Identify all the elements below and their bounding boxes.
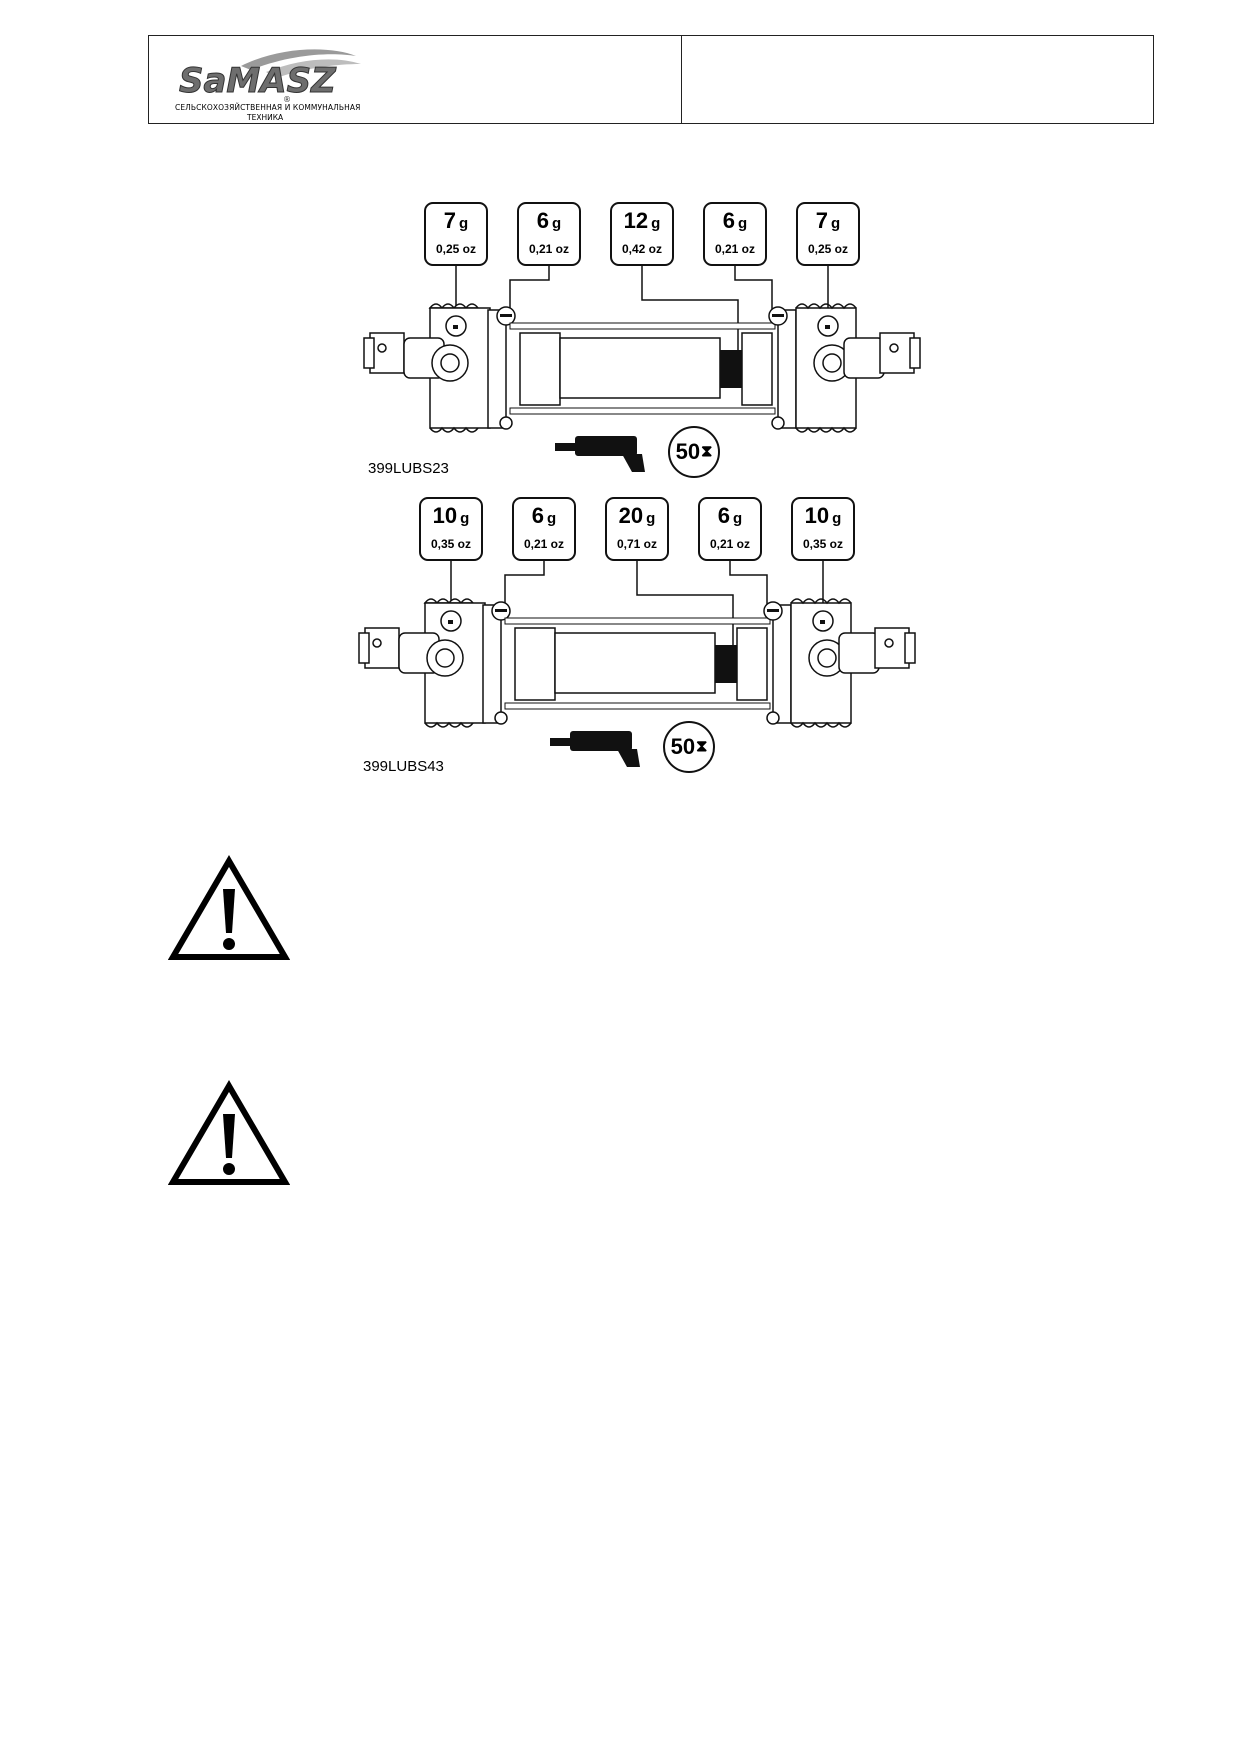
grease-ounces: 0,21 oz xyxy=(528,242,570,256)
grams-unit: g xyxy=(738,215,748,232)
warning-triangle-icon xyxy=(168,1080,290,1185)
grams-unit: g xyxy=(460,510,470,527)
interval-hours: 50 xyxy=(670,734,696,759)
driveshaft-drawing xyxy=(363,266,921,472)
grams-value: 6 xyxy=(717,503,731,528)
header-right-cell xyxy=(682,36,1153,123)
grease-gun-icon xyxy=(550,731,640,767)
grams-value: 7 xyxy=(815,208,829,233)
grams-unit: g xyxy=(651,215,661,232)
document-header: SaMASZ ® СЕЛЬСКОХОЗЯЙСТВЕННАЯ И КОММУНАЛ… xyxy=(148,35,1154,124)
grams-value: 6 xyxy=(531,503,545,528)
service-interval-badge: 50⧗ xyxy=(663,721,715,773)
grams-unit: g xyxy=(552,215,562,232)
registered-mark: ® xyxy=(283,95,291,104)
grams-value: 12 xyxy=(623,208,649,233)
grams-value: 6 xyxy=(722,208,736,233)
grams-value: 10 xyxy=(432,503,458,528)
grams-value: 7 xyxy=(443,208,457,233)
service-interval-badge: 50⧗ xyxy=(668,426,720,478)
grease-gun-icon xyxy=(555,436,645,472)
grease-ounces: 0,71 oz xyxy=(616,537,658,551)
grams-value: 6 xyxy=(536,208,550,233)
grams-unit: g xyxy=(459,215,469,232)
grams-value: 20 xyxy=(618,503,644,528)
header-logo-cell: SaMASZ ® СЕЛЬСКОХОЗЯЙСТВЕННАЯ И КОММУНАЛ… xyxy=(149,36,682,123)
grams-value: 10 xyxy=(804,503,830,528)
logo-subtitle-line1: СЕЛЬСКОХОЗЯЙСТВЕННАЯ И КОММУНАЛЬНАЯ xyxy=(175,103,361,112)
grams-unit: g xyxy=(832,510,842,527)
grease-ounces: 0,35 oz xyxy=(802,537,844,551)
grease-ounces: 0,21 oz xyxy=(523,537,565,551)
grams-unit: g xyxy=(733,510,743,527)
grams-unit: g xyxy=(831,215,841,232)
hourglass-icon: ⧗ xyxy=(696,738,708,755)
samasz-logo: SaMASZ ® xyxy=(179,49,361,104)
warning-triangle-icon xyxy=(168,855,290,960)
grease-ounces: 0,42 oz xyxy=(621,242,663,256)
grease-ounces: 0,21 oz xyxy=(709,537,751,551)
svg-text:SaMASZ: SaMASZ xyxy=(179,61,337,101)
interval-hours: 50 xyxy=(675,439,701,464)
grease-ounces: 0,25 oz xyxy=(807,242,849,256)
grease-ounces: 0,21 oz xyxy=(714,242,756,256)
logo-subtitle-line2: ТЕХНИКА xyxy=(247,113,284,122)
driveshaft-drawing xyxy=(358,561,916,767)
diagram-code: 399LUBS43 xyxy=(363,758,444,775)
grams-unit: g xyxy=(646,510,656,527)
grease-ounces: 0,35 oz xyxy=(430,537,472,551)
hourglass-icon: ⧗ xyxy=(701,443,713,460)
grease-ounces: 0,25 oz xyxy=(435,242,477,256)
grams-unit: g xyxy=(547,510,557,527)
diagram-code: 399LUBS23 xyxy=(368,460,449,477)
